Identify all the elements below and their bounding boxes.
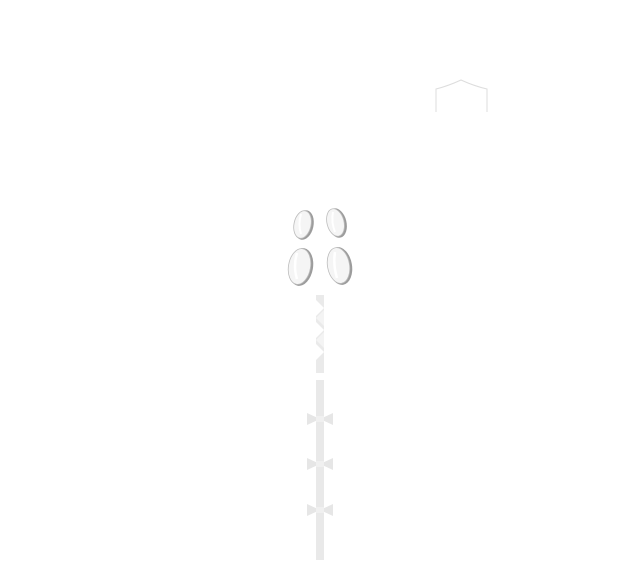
tab-outline-icon[interactable] [435,79,488,112]
leaf-node-3 [307,504,333,516]
stem-icon [307,295,333,560]
petal-top-right [326,208,347,238]
petal-bottom-left [287,248,314,286]
leaf-node-2 [307,458,333,470]
stem-lower [316,380,324,560]
stem-upper [316,295,324,373]
petal-bottom-right [326,247,353,285]
leaf-node-1 [307,413,333,425]
flower-head-icon [287,208,353,286]
petal-top-left [293,210,314,240]
